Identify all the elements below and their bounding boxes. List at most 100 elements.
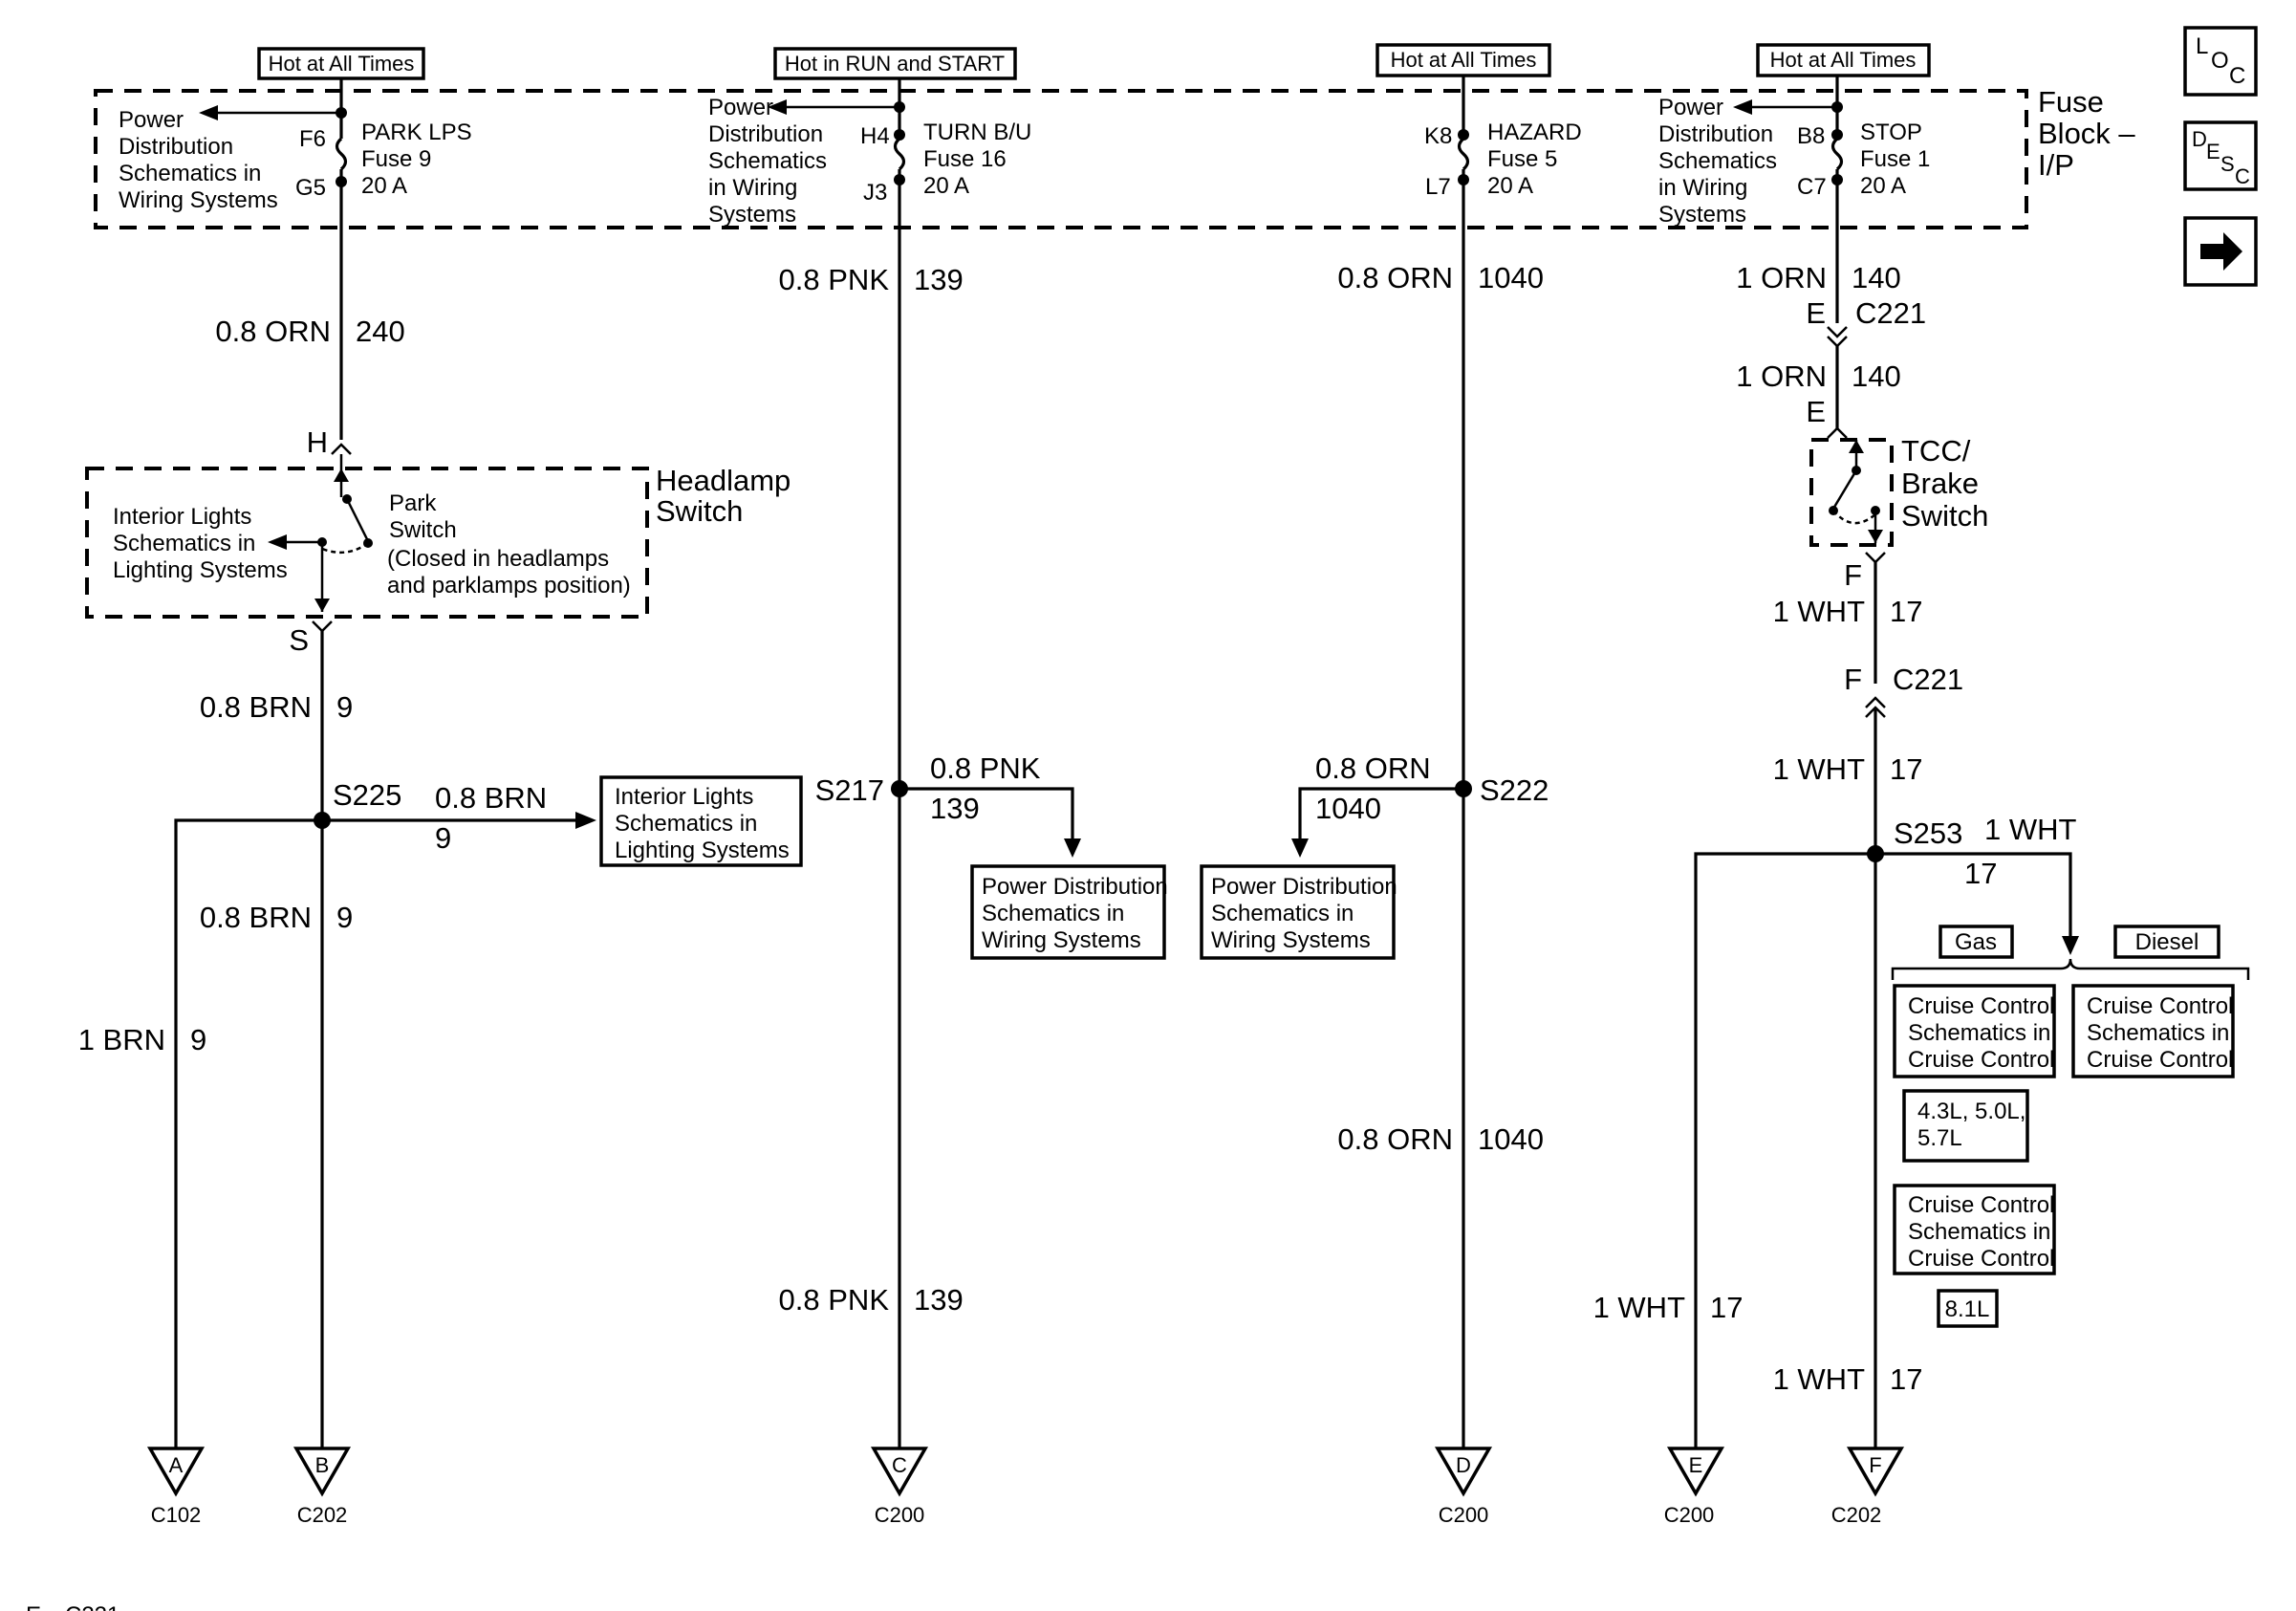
desc-c: C bbox=[2235, 164, 2250, 188]
splice-s253-label: S253 bbox=[1894, 816, 1962, 850]
tcc-label-2: Brake bbox=[1901, 467, 1979, 500]
headlamp-ref-2: Schematics in bbox=[113, 531, 255, 556]
diesel-label-box bbox=[2113, 925, 2220, 959]
wire-17-branch-right bbox=[1875, 852, 2072, 942]
desc-e: E bbox=[2206, 140, 2220, 163]
pd1-ref-2: Schematics in bbox=[982, 901, 1124, 926]
wire-17a-circuit: 17 bbox=[1890, 595, 1922, 628]
pd2-ref-3: Wiring Systems bbox=[1211, 927, 1371, 953]
wire-139-top-circuit: 139 bbox=[914, 263, 964, 296]
fuse-turn-fuse: Fuse 16 bbox=[923, 146, 1007, 172]
tcc-bottom-pin: F bbox=[1844, 558, 1862, 592]
gas-label: Gas bbox=[1955, 929, 1997, 955]
wire-17-branch-color: 1 WHT bbox=[1984, 813, 2077, 846]
fuse-turn bbox=[768, 91, 906, 1468]
wire-17b-color: 1 WHT bbox=[1773, 752, 1866, 786]
offpage-c: C C200 bbox=[870, 1447, 929, 1527]
wire-1040-branch-circuit: 1040 bbox=[1315, 792, 1381, 825]
offpage-d-letter: D bbox=[1456, 1453, 1471, 1477]
hot-label-stop: Hot at All Times bbox=[1770, 48, 1917, 72]
fuse-block-label-2: Block – bbox=[2038, 117, 2135, 150]
engines1-2: 5.7L bbox=[1917, 1125, 1962, 1151]
headlamp-s-connector bbox=[312, 620, 333, 633]
fuse-stop-fuse: Fuse 1 bbox=[1860, 146, 1930, 172]
option-bracket bbox=[1891, 958, 2250, 980]
wire-17-branch-left bbox=[1694, 852, 1875, 1468]
pd-ref-turn-1: Power bbox=[708, 95, 773, 120]
park-switch-label-2: Switch bbox=[389, 517, 457, 543]
fuse-park bbox=[199, 91, 348, 440]
wire-139-top-color: 0.8 PNK bbox=[779, 263, 890, 296]
hot-label-park: Hot at All Times bbox=[269, 52, 415, 76]
cruise1-ref-box bbox=[1893, 984, 2056, 1078]
fuse-park-name: PARK LPS bbox=[361, 120, 472, 145]
park-switch-label-1: Park bbox=[389, 490, 437, 516]
fuse-park-pin-bottom: G5 bbox=[295, 175, 326, 201]
fuse-block-label-3: I/P bbox=[2038, 148, 2074, 182]
splice-s225-label: S225 bbox=[333, 778, 401, 812]
headlamp-ref-3: Lighting Systems bbox=[113, 557, 288, 583]
tcc-top-pin: E bbox=[1806, 395, 1826, 428]
fuse-park-pin-top: F6 bbox=[299, 126, 326, 152]
headlamp-switch-outline bbox=[85, 467, 649, 619]
headlamp-h-pin: H bbox=[307, 425, 328, 459]
pd2-ref-box bbox=[1200, 864, 1396, 960]
pd-ref-park-4: Wiring Systems bbox=[119, 187, 278, 213]
pd-ref-stop-5: Systems bbox=[1658, 202, 1746, 228]
next-page-button[interactable] bbox=[2183, 216, 2258, 287]
pd1-ref-box bbox=[970, 864, 1166, 960]
desc-s: S bbox=[2220, 152, 2235, 176]
park-switch-note-2: and parklamps position) bbox=[387, 573, 631, 599]
offpage-f-letter: F bbox=[1869, 1453, 1881, 1477]
pd-ref-turn-5: Systems bbox=[708, 202, 796, 228]
pd-ref-stop-2: Distribution bbox=[1658, 121, 1773, 147]
cruise3-ref-1: Cruise Control bbox=[1908, 1192, 2054, 1218]
offpage-b-conn: C202 bbox=[297, 1503, 348, 1527]
headlamp-title-2: Switch bbox=[656, 494, 743, 528]
arrow-pd1 bbox=[1064, 838, 1081, 858]
arrow-right-icon bbox=[2200, 232, 2242, 271]
fuse-park-amps: 20 A bbox=[361, 173, 407, 199]
cruise2-ref-2: Schematics in bbox=[2087, 1020, 2229, 1046]
pd-ref-stop-1: Power bbox=[1658, 95, 1723, 120]
tcc-label-1: TCC/ bbox=[1901, 434, 1971, 468]
tcc-bottom-connector bbox=[1865, 552, 1886, 564]
offpage-f-conn: C202 bbox=[1831, 1503, 1882, 1527]
wire-9c-color: 1 BRN bbox=[78, 1023, 165, 1056]
tcc-label-3: Switch bbox=[1901, 499, 1988, 533]
wire-17c-circuit: 17 bbox=[1710, 1291, 1743, 1324]
offpage-b-letter: B bbox=[315, 1453, 330, 1477]
wire-1040-bottom-color: 0.8 ORN bbox=[1337, 1122, 1453, 1156]
wire-140b-circuit: 140 bbox=[1852, 359, 1901, 393]
cruise3-ref-box bbox=[1893, 1184, 2056, 1275]
desc-button[interactable]: D E S C bbox=[2183, 120, 2258, 191]
loc-button[interactable]: L O C bbox=[2183, 26, 2258, 97]
pd-ref-park-3: Schematics in bbox=[119, 161, 261, 186]
hot-label-hazard: Hot at All Times bbox=[1391, 48, 1537, 72]
splice-s222-label: S222 bbox=[1480, 773, 1549, 807]
wire-139-branch-color: 0.8 PNK bbox=[930, 751, 1041, 785]
cruise1-ref-2: Schematics in bbox=[1908, 1020, 2050, 1046]
footer-conn: C221 bbox=[65, 1602, 119, 1611]
hot-label-turn: Hot in RUN and START bbox=[785, 52, 1005, 76]
fuse-turn-pin-top: H4 bbox=[860, 123, 890, 149]
interior-ref-3: Lighting Systems bbox=[615, 838, 790, 863]
wire-139-branch-circuit: 139 bbox=[930, 792, 980, 825]
fuse-turn-amps: 20 A bbox=[923, 173, 969, 199]
wire-1040-top-circuit: 1040 bbox=[1478, 261, 1544, 294]
interior-ref-2: Schematics in bbox=[615, 811, 757, 837]
pd-ref-turn-2: Distribution bbox=[708, 121, 823, 147]
offpage-a: A C102 bbox=[146, 1447, 206, 1527]
c221-top-pin: E bbox=[1806, 296, 1826, 330]
offpage-a-conn: C102 bbox=[151, 1503, 202, 1527]
pd1-ref-3: Wiring Systems bbox=[982, 927, 1141, 953]
wire-9-branch-left bbox=[174, 818, 322, 1468]
engines1-1: 4.3L, 5.0L, bbox=[1917, 1099, 2025, 1124]
offpage-b: B C202 bbox=[292, 1447, 352, 1527]
c221-bot-symbol bbox=[1865, 696, 1886, 718]
c221-bot-name: C221 bbox=[1893, 663, 1963, 696]
offpage-e: E C200 bbox=[1664, 1447, 1725, 1527]
wire-140a-color: 1 ORN bbox=[1736, 261, 1827, 294]
offpage-d-conn: C200 bbox=[1439, 1503, 1489, 1527]
